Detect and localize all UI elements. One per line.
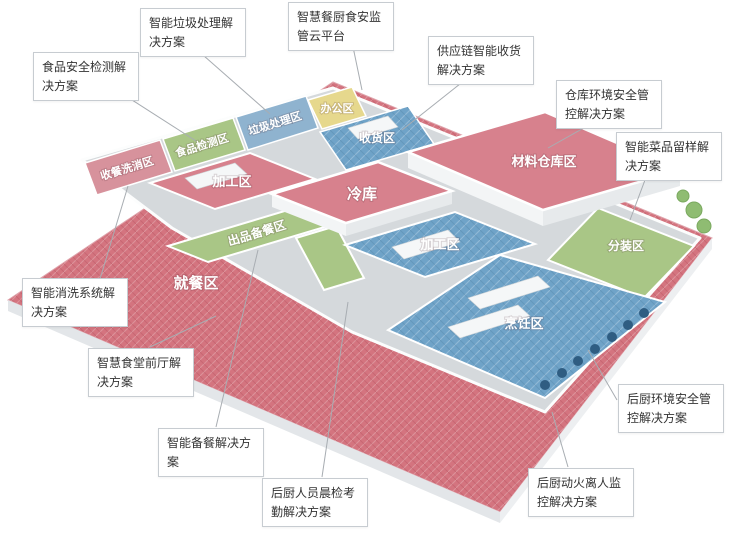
callout-supply-chain-receive: 供应链智能收货解决方案 [428,36,534,86]
zone-label-receiving: 收货区 [359,130,395,145]
kitchen-equipment [184,115,551,339]
zone-processing1 [146,151,319,211]
zone-servingprep-counter [294,224,366,292]
callout-smart-washing: 智能消洗系统解决方案 [22,278,128,328]
callout-dish-sample: 智能菜品留样解决方案 [616,132,722,182]
leader-fire-leave-monitor [551,411,569,468]
zone-warehouse-right-face [543,170,680,226]
zone-foodtest [162,117,246,172]
zone-warehouse-left-face [408,152,543,226]
leader-meal-prep [215,249,259,428]
zone-cooking [385,253,668,400]
leader-smart-washing [99,185,129,280]
leader-morning-check [321,301,349,478]
callout-cloud-platform: 智慧餐厨食安监管云平台 [288,2,394,52]
zone-coldstore [268,160,456,225]
zone-garbage [235,95,319,151]
zone-label-processing1: 加工区 [211,174,251,189]
leader-front-hall [149,315,217,348]
callout-food-safety-test: 食品安全检测解决方案 [33,52,139,102]
zone-label-processing2: 加工区 [419,237,459,252]
trees [676,189,712,234]
zone-label-packing: 分装区 [608,238,644,253]
zone-label-coldstore: 冷库 [347,185,377,203]
callout-fire-leave-monitor: 后厨动火离人监控解决方案 [528,468,634,518]
zone-office [306,86,368,130]
zone-label-cooking: 烹饪区 [504,316,543,331]
zone-coldstore-left-face [272,194,346,236]
callout-warehouse-env-safety: 仓库环境安全管控解决方案 [556,80,662,130]
zone-coldstore-right-face [346,191,452,236]
callout-meal-prep: 智能备餐解决方案 [158,428,264,478]
leader-smart-garbage [194,47,271,115]
zone-label-office: 办公区 [321,101,354,115]
callout-front-hall: 智慧食堂前厅解决方案 [88,348,194,398]
callout-smart-garbage: 智能垃圾处理解决方案 [140,8,246,58]
callout-morning-check: 后厨人员晨检考勤解决方案 [262,478,368,528]
callout-kitchen-env-safety: 后厨环境安全管控解决方案 [618,384,724,434]
zone-dishwash [84,139,173,196]
zone-label-dining: 就餐区 [173,274,218,292]
leader-kitchen-env-safety [587,349,618,401]
zone-label-warehouse: 材料仓库区 [511,154,576,169]
cooking-stoves [540,308,649,390]
leader-lines [99,41,649,478]
